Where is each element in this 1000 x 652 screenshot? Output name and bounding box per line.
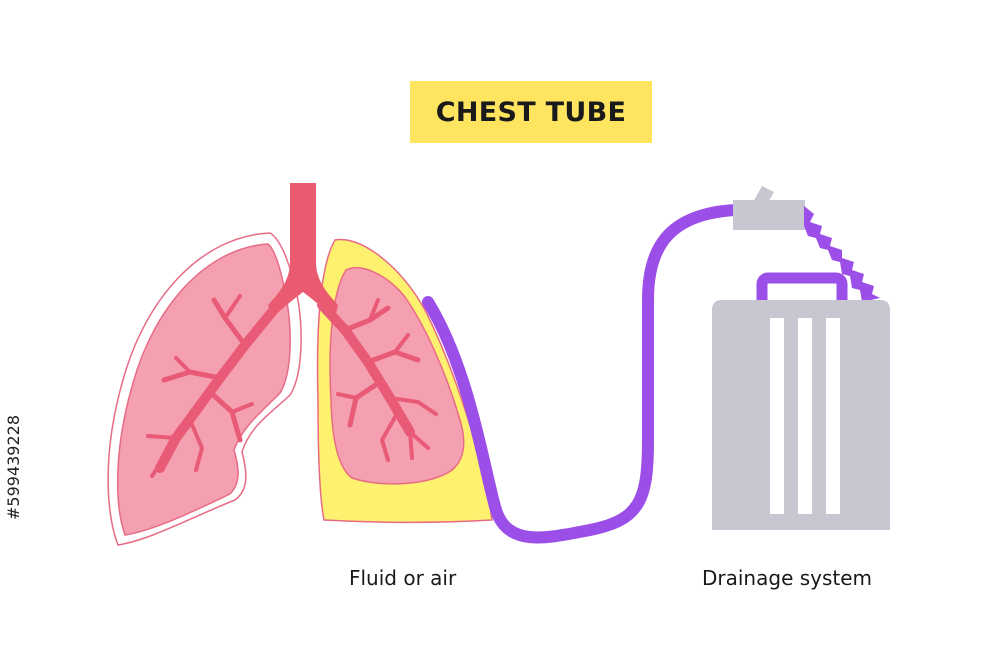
title-box: CHEST TUBE — [410, 81, 652, 143]
trachea — [268, 183, 338, 318]
drainage-label: Drainage system — [702, 566, 873, 590]
chest-tube-icon — [422, 204, 741, 544]
tube-connector — [733, 186, 805, 230]
corrugated-hose — [804, 206, 880, 302]
drainage-container-illustration — [712, 272, 890, 530]
page-title: CHEST TUBE — [435, 96, 627, 128]
fluid-label: Fluid or air — [349, 566, 457, 590]
left-bronchi — [146, 294, 277, 478]
right-bronchi — [317, 298, 438, 462]
stock-id-text: #599439228 — [4, 414, 23, 520]
left-lung — [107, 232, 302, 546]
right-lung — [316, 238, 493, 523]
